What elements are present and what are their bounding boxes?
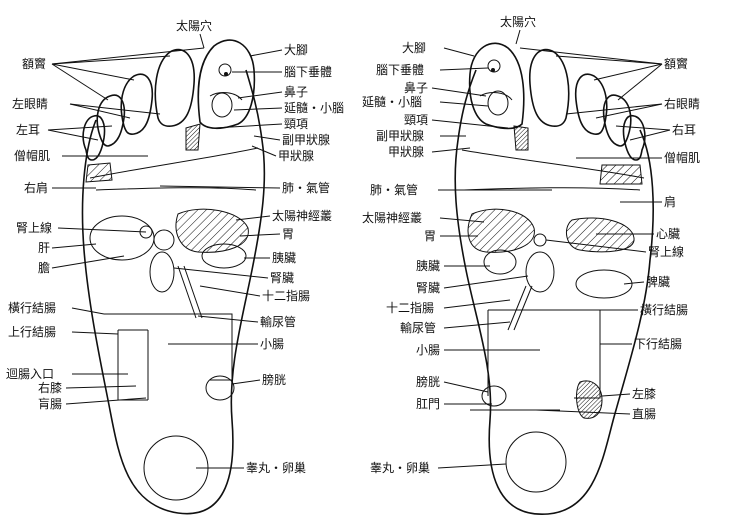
left-toe-4: [96, 94, 126, 147]
lf-label-transverse-colon: 橫行結腸: [8, 301, 56, 315]
right-foot: [454, 42, 654, 515]
rf-label-thyroid: 甲狀腺: [388, 145, 424, 159]
rf-label-small-intestine: 小腸: [416, 343, 440, 357]
lf-label-right-knee: 右膝: [38, 380, 62, 395]
lf-label-medulla: 延髓・小腦: [284, 100, 344, 115]
lf-label-sun-point: 太陽穴: [176, 18, 212, 33]
rf-label-nose: 鼻子: [404, 80, 428, 95]
lf-label-ureter: 輸尿管: [260, 314, 296, 329]
left-foot: [81, 39, 266, 515]
lf-label-bladder: 膀胱: [262, 372, 286, 387]
lf-label-stomach: 胃: [282, 227, 294, 241]
rf-label-parathyroid: 副甲狀腺: [376, 129, 424, 143]
right-toe-4: [602, 94, 632, 147]
lf-label-duodenum: 十二指腸: [262, 288, 310, 303]
lf-label-sinuses: 額竇: [22, 57, 46, 71]
lf-label-nose: 鼻子: [284, 84, 308, 99]
lf-label-gallbladder: 膽: [38, 260, 50, 275]
lf-label-trapezius: 僧帽肌: [14, 148, 50, 163]
lf-label-small-intestine: 小腸: [260, 337, 284, 351]
rf-label-neck: 頸項: [404, 113, 428, 127]
rf-label-lung: 肺・氣管: [370, 182, 418, 197]
left-toe-big: [197, 39, 256, 130]
lf-label-neck: 頸項: [284, 117, 308, 131]
right-toe-2: [529, 48, 570, 127]
lf-label-ileocecal: 迴腸入口: [6, 367, 54, 381]
rf-label-sun-point: 太陽穴: [500, 14, 536, 29]
rf-label-shoulder: 肩: [664, 194, 676, 209]
rf-label-rectum: 直腸: [632, 407, 656, 421]
rf-label-stomach: 胃: [424, 229, 436, 243]
lf-label-left-eye: 左眼睛: [12, 96, 48, 111]
rf-label-medulla: 延髓・小腦: [362, 94, 422, 109]
rf-label-solar-plexus: 太陽神經叢: [362, 210, 422, 225]
left-foot-outline: [81, 69, 266, 515]
rf-label-heart: 心臟: [656, 227, 680, 241]
rf-label-anus: 肛門: [416, 397, 440, 411]
lf-label-liver: 肝: [38, 241, 50, 255]
lf-label-adrenal: 腎上線: [16, 220, 52, 235]
right-toe-big: [468, 42, 525, 130]
rf-label-trapezius: 僧帽肌: [664, 150, 700, 165]
left-foot-labels: 太陽穴 額竇 大腳 腦下垂體 左眼睛 鼻子 延髓・小腦 左耳 頸項 副甲狀腺 僧…: [6, 18, 344, 475]
right-foot-outline: [454, 69, 654, 515]
lf-label-parathyroid: 副甲狀腺: [282, 133, 330, 147]
rf-label-right-eye: 右眼睛: [664, 96, 700, 111]
right-toe-5: [622, 114, 646, 161]
rf-label-kidney: 腎臟: [416, 281, 440, 295]
lf-label-pancreas: 胰臟: [272, 251, 296, 265]
rf-label-transverse-colon: 橫行結腸: [640, 303, 688, 317]
rf-label-left-knee: 左膝: [632, 386, 656, 401]
right-foot-labels: 太陽穴 大腳 額竇 腦下垂體 鼻子 右眼睛 延髓・小腦 頸項 右耳 副甲狀腺 甲…: [362, 14, 700, 475]
left-toe-5: [82, 114, 106, 161]
rf-label-pancreas: 胰臟: [416, 259, 440, 273]
lf-label-solar-plexus: 太陽神經叢: [272, 208, 332, 223]
lf-label-pituitary: 腦下垂體: [284, 64, 332, 79]
rf-label-ureter: 輸尿管: [400, 320, 436, 335]
lf-label-gonads: 睾丸・卵巢: [246, 460, 306, 475]
rf-label-big-toe: 大腳: [402, 41, 426, 55]
rf-label-gonads: 睾丸・卵巢: [370, 460, 430, 475]
rf-label-adrenal: 腎上線: [648, 244, 684, 259]
lf-label-appendix: 肓腸: [38, 396, 62, 411]
lf-label-right-shoulder: 右肩: [24, 180, 48, 195]
left-toe-2: [154, 48, 195, 127]
rf-label-pituitary: 腦下垂體: [376, 62, 424, 77]
rf-label-sinuses: 額竇: [664, 57, 688, 71]
lf-label-ascending-colon: 上行結腸: [8, 325, 56, 339]
rf-label-bladder: 膀胱: [416, 374, 440, 389]
lf-label-kidney: 腎臟: [270, 271, 294, 285]
right-toe-3: [574, 73, 608, 135]
lf-label-thyroid: 甲狀腺: [278, 149, 314, 163]
rf-label-right-ear: 右耳: [672, 122, 696, 137]
lf-label-lung: 肺・氣管: [282, 180, 330, 195]
rf-label-spleen: 脾臟: [646, 274, 670, 289]
rf-label-descending-colon: 下行結腸: [634, 337, 682, 351]
left-toe-3: [120, 73, 154, 135]
lf-label-big-toe: 大腳: [284, 43, 308, 57]
rf-label-duodenum: 十二指腸: [386, 300, 434, 315]
lf-label-left-ear: 左耳: [16, 122, 40, 137]
